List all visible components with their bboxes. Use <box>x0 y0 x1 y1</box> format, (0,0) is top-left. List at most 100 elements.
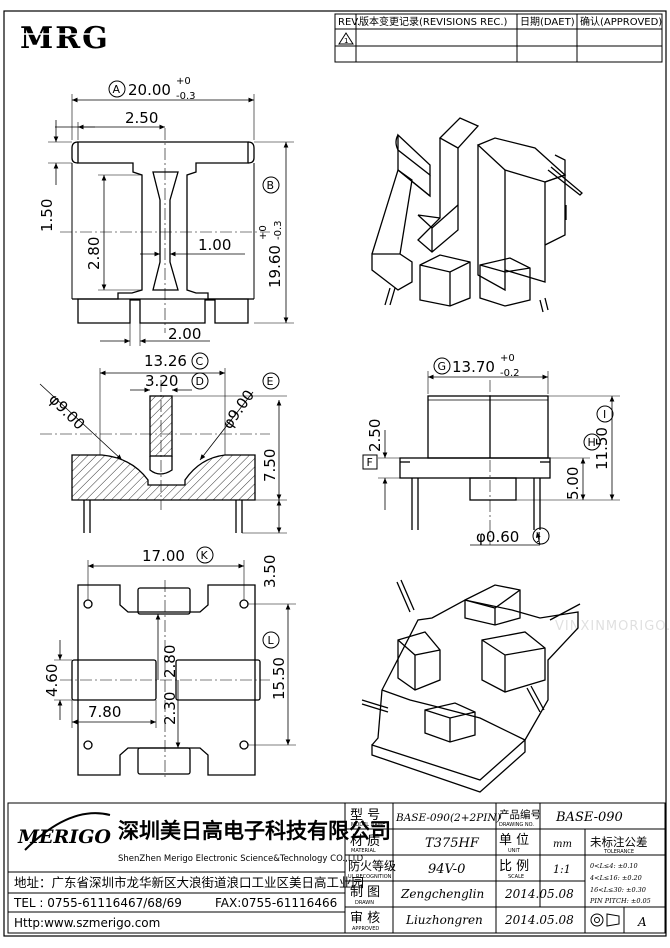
label-h: H <box>588 436 596 449</box>
svg-text:MODEL NAME: MODEL NAME <box>351 822 385 828</box>
watermark: VINXINMORIGO.COM <box>555 619 670 634</box>
scale-label: 比 例 <box>499 859 529 874</box>
dim-13-70: 13.70 <box>452 358 495 376</box>
tolerance-row-4: PIN PITCH: ±0.05 <box>589 897 651 905</box>
ul-label: 防火等级 <box>348 858 396 873</box>
approved-header: 确认(APPROVED) <box>580 15 662 28</box>
date-header: 日期(DAET) <box>520 16 575 28</box>
dim-19-60: 19.60 <box>266 245 284 288</box>
svg-text:MRG: MRG <box>20 21 110 56</box>
dim-2-80-bottom: 2.80 <box>161 645 179 678</box>
side-view <box>378 371 620 546</box>
dim-1-00: 1.00 <box>198 236 231 254</box>
label-d: D <box>196 375 204 388</box>
model-label: 型 号 <box>350 808 380 823</box>
unit-label: 单 位 <box>499 833 529 848</box>
section-view <box>39 368 287 534</box>
dim-2-50-side: 2.50 <box>366 419 384 452</box>
label-g: G <box>438 360 447 373</box>
company-tel: TEL : 0755-61116467/68/69 <box>13 896 182 910</box>
dim-7-50: 7.50 <box>261 449 279 482</box>
svg-text:TOLERANCE: TOLERANCE <box>603 849 634 855</box>
svg-text:-0.2: -0.2 <box>500 368 520 379</box>
dim-2-30: 2.30 <box>161 692 179 725</box>
svg-text:SCALE: SCALE <box>508 874 524 880</box>
approved-label: 审 核 <box>350 911 380 926</box>
model-value: BASE-090(2+2PIN) <box>395 812 501 824</box>
scale-value: 1:1 <box>553 863 571 876</box>
dim-3-20: 3.20 <box>145 372 178 390</box>
dim-2-50-top: 2.50 <box>125 109 158 127</box>
rev-header: REV. <box>338 17 360 28</box>
svg-text:MERIGO: MERIGO <box>17 826 111 848</box>
sheet-label: A <box>637 915 647 929</box>
label-f: F <box>367 456 373 469</box>
dim-1-50: 1.50 <box>38 199 56 232</box>
bottom-view <box>54 560 296 780</box>
svg-text:MATERIAL: MATERIAL <box>351 848 376 854</box>
svg-text:APPROVED: APPROVED <box>352 926 379 932</box>
drawing-no-label: 产品编号 <box>499 808 541 821</box>
top-view <box>48 94 294 346</box>
ul-value: 94V-0 <box>428 862 465 877</box>
tolerance-row-2: 4<L≤16: ±0.20 <box>589 874 642 882</box>
rev-triangle-icon: 1 <box>338 32 354 45</box>
svg-text:+0: +0 <box>176 76 191 87</box>
mrg-logo: MRG <box>20 21 120 56</box>
company-url[interactable]: Http:www.szmerigo.com <box>14 916 160 930</box>
isometric-view-top <box>371 117 583 313</box>
dim-pin-0-60: φ0.60 <box>476 528 519 546</box>
revisions-header: 版本变更记录(REVISIONS REC.) <box>359 15 508 28</box>
drawn-value: Zengchenglin <box>400 887 484 901</box>
tolerance-row-3: 16<L≤30: ±0.30 <box>590 886 646 894</box>
svg-text:UL RECOGNITION: UL RECOGNITION <box>348 874 392 880</box>
projection-symbol-icon <box>590 913 620 927</box>
company-name-cn: 深圳美日高电子科技有限公司 <box>118 819 391 843</box>
dim-2-00: 2.00 <box>168 325 201 343</box>
dim-17-00: 17.00 <box>142 547 185 565</box>
dim-15-50: 15.50 <box>270 657 288 700</box>
dim-20-00: 20.00 <box>128 81 171 99</box>
approved-value: Liuzhongren <box>405 913 483 927</box>
svg-text:UNIT: UNIT <box>508 848 521 854</box>
label-k: K <box>201 549 209 562</box>
label-e: E <box>267 375 274 388</box>
approved-date: 2014.05.08 <box>504 913 574 927</box>
label-j: J <box>537 530 541 543</box>
label-i: I <box>603 408 606 421</box>
svg-text:+0: +0 <box>500 353 515 364</box>
material-label: 材 质 <box>350 834 380 849</box>
company-name-en: ShenZhen Merigo Electronic Science&Techn… <box>118 854 364 864</box>
revision-table: REV. 版本变更记录(REVISIONS REC.) 日期(DAET) 确认(… <box>334 13 663 63</box>
top-view-labels: A 20.00 +0 -0.3 2.50 1.50 2.80 1.00 B 19… <box>38 76 284 343</box>
svg-text:DRAWING NO.: DRAWING NO. <box>499 822 534 828</box>
company-address: 地址：广东省深圳市龙华新区大浪街道浪口工业区美日高工业园 <box>14 875 364 890</box>
label-b: B <box>267 179 275 192</box>
dim-5-00: 5.00 <box>564 467 582 500</box>
tolerance-row-1: 0<L≤4: ±0.10 <box>590 862 638 870</box>
dim-2-80-top: 2.80 <box>85 237 103 270</box>
dim-7-80: 7.80 <box>88 703 121 721</box>
svg-text:-0.3: -0.3 <box>176 91 196 102</box>
label-a: A <box>113 83 121 96</box>
drawn-label: 制 图 <box>350 885 380 900</box>
unit-value: mm <box>553 839 572 850</box>
company-fax: FAX:0755-61116466 <box>215 896 337 910</box>
svg-text:-0.3: -0.3 <box>273 220 284 240</box>
bottom-view-labels: 17.00 K L 15.50 4.60 2.80 7.80 2.30 <box>43 546 288 725</box>
sheet-border <box>3 10 667 937</box>
company-logo: MERIGO <box>17 812 111 851</box>
drawing-no-value: BASE-090 <box>555 810 623 825</box>
dim-phi-9-right: φ9.00 <box>219 387 259 433</box>
side-view-labels: G 13.70 +0 -0.2 2.50 F I 11.50 H 5.00 φ0… <box>362 353 614 546</box>
dim-phi-9-left: φ9.00 <box>45 390 88 433</box>
dim-13-26: 13.26 <box>144 352 187 370</box>
tolerance-title: 未标注公差 <box>590 835 648 849</box>
material-value: T375HF <box>425 836 480 851</box>
label-l: L <box>268 634 275 647</box>
isometric-view-bottom <box>361 579 581 793</box>
svg-text:1: 1 <box>344 37 348 45</box>
dim-3-50: 3.50 <box>261 555 279 588</box>
dim-11-50: 11.50 <box>593 427 611 470</box>
